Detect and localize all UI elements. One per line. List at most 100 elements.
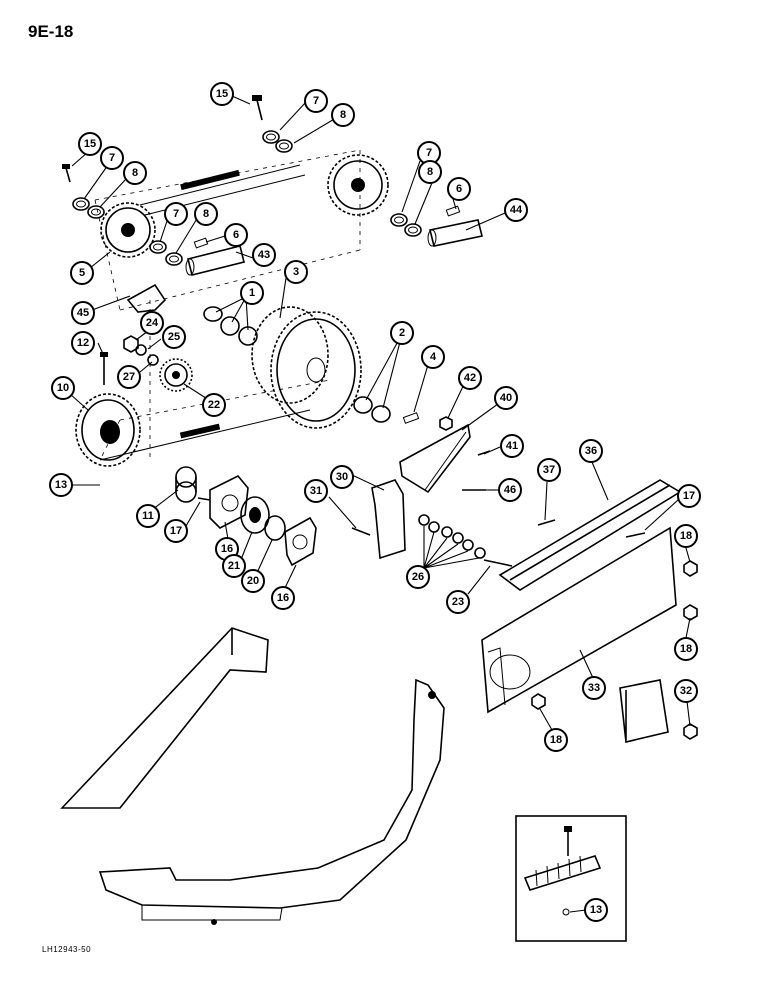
sprocket-upper-right bbox=[327, 154, 389, 216]
bolt-12 bbox=[100, 352, 108, 385]
svg-text:7: 7 bbox=[173, 208, 179, 220]
svg-text:33: 33 bbox=[588, 682, 600, 694]
callout-13-left: 13 bbox=[49, 473, 73, 497]
callout-11: 11 bbox=[136, 504, 160, 528]
drive-chain-upper bbox=[139, 164, 306, 216]
svg-text:15: 15 bbox=[84, 138, 96, 150]
callout-18-bottom: 18 bbox=[544, 728, 568, 752]
sprocket-small-idler bbox=[159, 358, 193, 392]
shaft-44 bbox=[427, 219, 483, 247]
svg-text:8: 8 bbox=[203, 208, 209, 220]
callout-18-top: 18 bbox=[674, 524, 698, 548]
svg-text:13: 13 bbox=[590, 904, 602, 916]
svg-text:18: 18 bbox=[550, 734, 562, 746]
svg-text:43: 43 bbox=[258, 249, 270, 261]
svg-text:8: 8 bbox=[427, 166, 433, 178]
svg-text:8: 8 bbox=[132, 167, 138, 179]
callout-7-left: 7 bbox=[100, 146, 124, 170]
callout-44: 44 bbox=[504, 198, 528, 222]
svg-text:15: 15 bbox=[216, 88, 228, 100]
svg-text:40: 40 bbox=[500, 392, 512, 404]
washer-set bbox=[72, 130, 422, 423]
page-number: 9E-18 bbox=[28, 22, 74, 41]
svg-text:37: 37 bbox=[543, 464, 555, 476]
svg-text:7: 7 bbox=[313, 95, 319, 107]
bolt-15-left bbox=[62, 164, 71, 183]
bushing-20 bbox=[264, 515, 286, 541]
callout-33: 33 bbox=[582, 676, 606, 700]
washers-26-series bbox=[418, 514, 513, 567]
plate-40 bbox=[399, 423, 471, 494]
callout-46: 46 bbox=[498, 478, 522, 502]
channel-36 bbox=[498, 479, 682, 591]
callout-7-top: 7 bbox=[304, 89, 328, 113]
callout-2: 2 bbox=[390, 321, 414, 345]
svg-text:45: 45 bbox=[77, 307, 89, 319]
svg-text:16: 16 bbox=[221, 543, 233, 555]
callout-1: 1 bbox=[240, 281, 264, 305]
callout-21: 21 bbox=[222, 554, 246, 578]
svg-text:6: 6 bbox=[456, 183, 462, 195]
callout-10: 10 bbox=[51, 376, 75, 400]
drive-chain-lower bbox=[99, 409, 311, 461]
bearing-21 bbox=[240, 496, 270, 534]
callout-18-middle: 18 bbox=[674, 637, 698, 661]
callout-24: 24 bbox=[140, 311, 164, 335]
svg-text:8: 8 bbox=[340, 109, 346, 121]
skid-bolt-lower bbox=[211, 919, 217, 925]
svg-text:46: 46 bbox=[504, 484, 516, 496]
callout-40: 40 bbox=[494, 386, 518, 410]
callout-26: 26 bbox=[406, 565, 430, 589]
callout-45: 45 bbox=[71, 301, 95, 325]
double-sprocket-large bbox=[251, 306, 362, 429]
callout-23: 23 bbox=[446, 590, 470, 614]
callout-7-mid: 7 bbox=[164, 202, 188, 226]
callout-8-mid: 8 bbox=[194, 202, 218, 226]
bolt-31 bbox=[351, 527, 371, 536]
svg-text:22: 22 bbox=[208, 399, 220, 411]
callout-17-left: 17 bbox=[164, 519, 188, 543]
svg-text:6: 6 bbox=[233, 229, 239, 241]
nuts-24-25-27 bbox=[123, 335, 159, 366]
nut-18-upper bbox=[683, 560, 698, 577]
svg-text:27: 27 bbox=[123, 371, 135, 383]
skid-bolt bbox=[428, 691, 436, 699]
svg-text:13: 13 bbox=[55, 479, 67, 491]
bracket-32 bbox=[619, 679, 669, 743]
callout-32: 32 bbox=[674, 679, 698, 703]
sprocket-upper-left bbox=[100, 202, 156, 258]
bolt-15-top bbox=[252, 95, 263, 121]
callout-25: 25 bbox=[162, 325, 186, 349]
bracket-30 bbox=[371, 479, 406, 560]
callout-20: 20 bbox=[241, 569, 265, 593]
svg-text:36: 36 bbox=[585, 445, 597, 457]
plate-33 bbox=[481, 526, 677, 714]
callout-8-top: 8 bbox=[331, 103, 355, 127]
svg-text:1: 1 bbox=[249, 287, 255, 299]
callout-36: 36 bbox=[579, 439, 603, 463]
phantom-frame-lines bbox=[94, 149, 361, 461]
svg-text:31: 31 bbox=[310, 485, 322, 497]
bracket-45 bbox=[126, 283, 167, 313]
callout-31: 31 bbox=[304, 479, 328, 503]
svg-text:20: 20 bbox=[247, 575, 259, 587]
shaft-keys bbox=[193, 205, 461, 424]
bolt-17-right bbox=[625, 532, 646, 538]
svg-text:17: 17 bbox=[170, 525, 182, 537]
callout-37: 37 bbox=[537, 458, 561, 482]
svg-text:7: 7 bbox=[109, 152, 115, 164]
callout-5: 5 bbox=[70, 261, 94, 285]
svg-text:2: 2 bbox=[399, 327, 405, 339]
bolt-17-left bbox=[197, 497, 211, 501]
svg-text:44: 44 bbox=[510, 204, 523, 216]
svg-text:7: 7 bbox=[426, 147, 432, 159]
callout-41: 41 bbox=[500, 434, 524, 458]
bolt-37 bbox=[537, 519, 556, 526]
callout-42: 42 bbox=[458, 366, 482, 390]
bearing-flange-16-lower bbox=[284, 516, 317, 567]
bearing-flange-16-upper bbox=[209, 475, 249, 529]
svg-text:42: 42 bbox=[464, 372, 476, 384]
svg-text:5: 5 bbox=[79, 267, 85, 279]
svg-text:30: 30 bbox=[336, 471, 348, 483]
callout-8-left: 8 bbox=[123, 161, 147, 185]
